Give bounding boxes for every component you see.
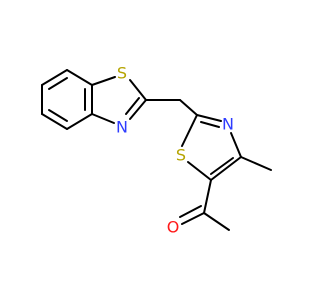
bond-c4prime-methyl [240, 156, 272, 171]
bond-c2-n3-double [125, 97, 140, 115]
structure-diagram: S N N S O [41, 64, 272, 237]
atom-labels: S N N S O [116, 64, 234, 237]
bond-benz-6 [66, 69, 93, 86]
bond-benz-inner-2 [48, 109, 68, 122]
bond-n3-c3a [91, 113, 115, 124]
molecule-canvas: S N N S O [41, 64, 272, 237]
bond-c7a-s1 [91, 76, 116, 86]
bonds [41, 69, 272, 231]
bond-benz-3 [41, 113, 68, 130]
atom-s-thiazole: S [176, 146, 186, 165]
bond-s1prime-c2prime [181, 114, 198, 147]
bond-benz-4 [66, 113, 93, 130]
bond-c2prime-n3prime [196, 114, 222, 122]
bond-carbonyl-methyl [203, 212, 230, 231]
bond-c4prime-c5prime-double [210, 157, 234, 175]
bond-benz-1 [41, 69, 68, 86]
atom-s-benzothiazole: S [117, 64, 127, 83]
bond-carbonyl-oxygen-double [179, 205, 202, 218]
bond-benz-inner-1 [48, 77, 68, 90]
atom-o-carbonyl: O [167, 218, 180, 237]
bond-c4prime-c5prime [210, 156, 242, 181]
atom-n-benzothiazole: N [116, 118, 128, 137]
bond-c2prime-n3prime-double [200, 121, 220, 128]
bond-s1-c2 [129, 79, 147, 101]
bond-c5prime-carbonyl [203, 179, 212, 214]
bond-n3prime-c4prime [230, 132, 242, 158]
bond-carbonyl-oxygen [181, 212, 205, 225]
bond-ch2-c2prime [179, 99, 198, 116]
atom-n-thiazole: N [222, 115, 234, 134]
bond-c2-n3 [129, 99, 147, 120]
bond-c5prime-s1prime [187, 161, 212, 181]
